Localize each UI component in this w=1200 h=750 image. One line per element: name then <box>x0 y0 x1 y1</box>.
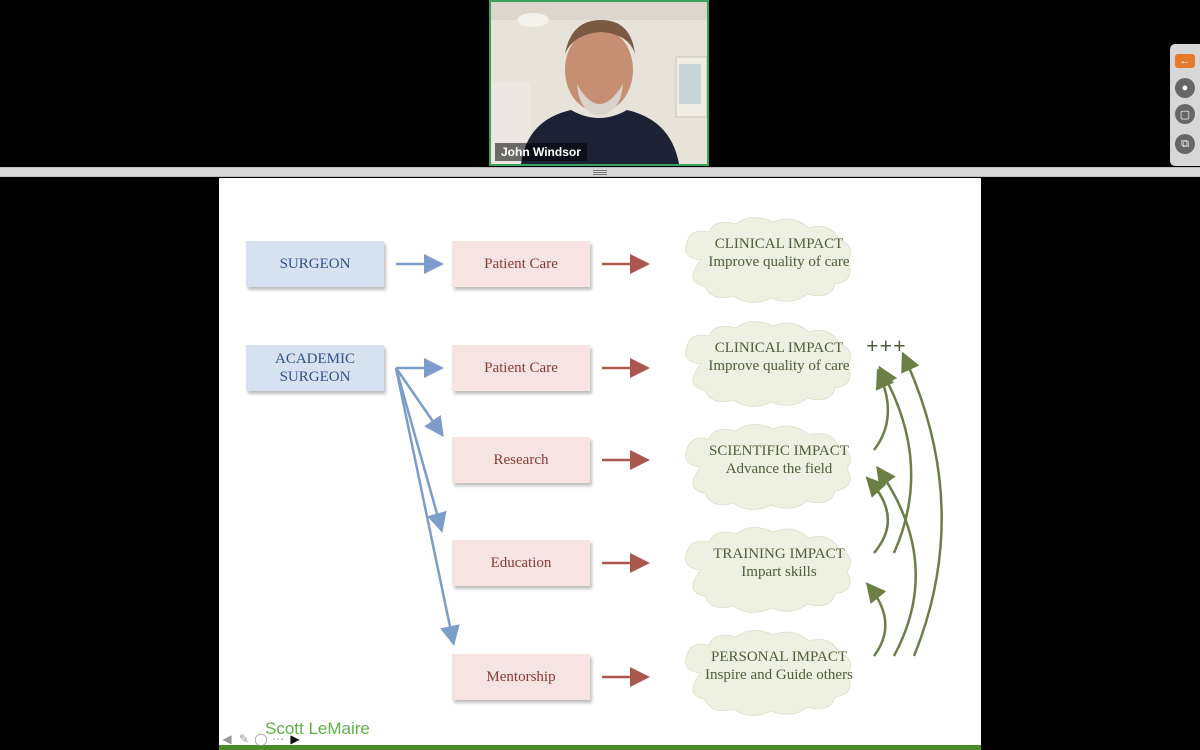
previous-icon[interactable]: ◀ <box>222 732 232 746</box>
branch-box-mentorship: Mentorship <box>452 654 590 700</box>
slide-graphics <box>394 216 943 717</box>
pen-icon[interactable]: ✎ <box>238 732 250 746</box>
cloud-title: SCIENTIFIC IMPACT <box>709 443 849 459</box>
cloud-title: PERSONAL IMPACT <box>710 649 847 665</box>
academic-line2: SURGEON <box>279 369 351 385</box>
surgeon-box: SURGEON <box>246 241 384 287</box>
green-arrow-1 <box>873 368 895 451</box>
participant-video-tile[interactable]: John Windsor <box>489 0 709 166</box>
arrow-academic-research <box>394 367 444 438</box>
arrow-academic-education <box>394 367 447 533</box>
zoom-icon[interactable]: ◯ <box>254 732 268 746</box>
cloud-subtitle: Improve quality of care <box>708 254 850 270</box>
participant-name-tag: John Windsor <box>495 143 587 161</box>
plus-marks: +++ <box>866 333 907 358</box>
green-arrow-6 <box>901 351 943 657</box>
cloud-title: CLINICAL IMPACT <box>714 340 844 356</box>
back-arrow-icon[interactable]: ← <box>1175 54 1195 68</box>
presenter-name: Scott LeMaire <box>265 719 370 738</box>
drag-handle-icon[interactable] <box>593 170 607 175</box>
next-icon[interactable]: ▶ <box>290 732 300 746</box>
slide-controls: ◀ ✎ ◯ ⋯ ▶ <box>220 732 302 746</box>
green-arrow-3 <box>865 582 887 657</box>
camera-icon[interactable]: ▢ <box>1175 104 1195 124</box>
academic-line1: ACADEMIC <box>274 351 355 367</box>
cloud-subtitle: Inspire and Guide others <box>705 667 853 683</box>
cloud-text-4: TRAINING IMPACT Impart skills <box>689 545 869 581</box>
cloud-subtitle: Improve quality of care <box>708 358 850 374</box>
cloud-subtitle: Advance the field <box>725 461 833 477</box>
branch-box-education: Education <box>452 540 590 586</box>
academic-surgeon-box: ACADEMIC SURGEON <box>246 345 384 391</box>
cloud-subtitle: Impart skills <box>741 564 817 580</box>
cloud-text-3: SCIENTIFIC IMPACT Advance the field <box>689 442 869 478</box>
arrow-academic-mentorship <box>394 367 460 646</box>
cloud-text-5: PERSONAL IMPACT Inspire and Guide others <box>689 648 869 684</box>
participant-video <box>491 2 707 164</box>
cloud-text-1: CLINICAL IMPACT Improve quality of care <box>689 235 869 271</box>
cloud-text-2: CLINICAL IMPACT Improve quality of care <box>689 339 869 375</box>
green-arrow-2 <box>865 476 889 554</box>
share-screen-icon[interactable]: ⧉ <box>1175 134 1195 154</box>
green-arrow-5 <box>876 465 917 657</box>
shared-slide: SURGEON ACADEMIC SURGEON Patient Care Pa… <box>219 178 981 746</box>
branch-box-patient-care: Patient Care <box>452 345 590 391</box>
cloud-title: TRAINING IMPACT <box>713 546 845 562</box>
cloud-title: CLINICAL IMPACT <box>714 236 844 252</box>
microphone-icon[interactable]: ● <box>1175 78 1195 98</box>
floating-toolbar: ← ● ▢ ⧉ <box>1170 44 1200 166</box>
more-icon[interactable]: ⋯ <box>272 732 284 746</box>
branch-box-research: Research <box>452 437 590 483</box>
panel-resize-divider[interactable] <box>0 167 1200 177</box>
patient-care-box: Patient Care <box>452 241 590 287</box>
green-arrow-4 <box>878 365 913 554</box>
slide-progress-bar <box>219 745 981 750</box>
